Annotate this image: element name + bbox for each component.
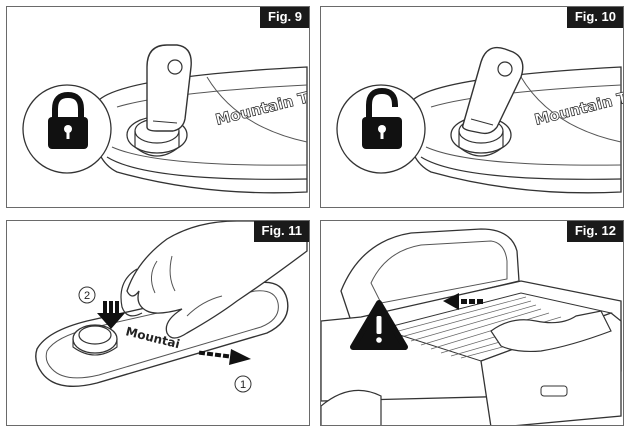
unlock-handle-illustration: Mountain T: [336, 46, 623, 194]
figure-10-panel: Mountain T Fig. 10: [320, 6, 624, 208]
figure-9-panel: Mountain T Fig. 9: [6, 6, 310, 208]
warning-icon: [350, 300, 408, 350]
slide-arrow: [443, 293, 483, 310]
figure-12-panel: Fig. 12: [320, 220, 624, 426]
figure-label: Fig. 12: [566, 221, 623, 242]
padlock-open-icon: [362, 87, 402, 149]
figure-11-panel: Mountai 2 1 Fig. 11: [6, 220, 310, 426]
step-1-label: 1: [240, 379, 246, 391]
press-slide-illustration: Mountai 2 1: [35, 221, 308, 393]
figure-label: Fig. 9: [260, 7, 309, 28]
truck-bed-illustration: [321, 228, 622, 425]
step-2-label: 2: [84, 290, 90, 302]
figure-label: Fig. 11: [253, 221, 309, 242]
press-arrow: [97, 301, 125, 329]
slide-arrow: [198, 349, 251, 365]
figure-label: Fig. 10: [566, 7, 623, 28]
lock-handle-illustration: Mountain T: [22, 44, 309, 194]
padlock-closed-icon: [48, 91, 88, 149]
